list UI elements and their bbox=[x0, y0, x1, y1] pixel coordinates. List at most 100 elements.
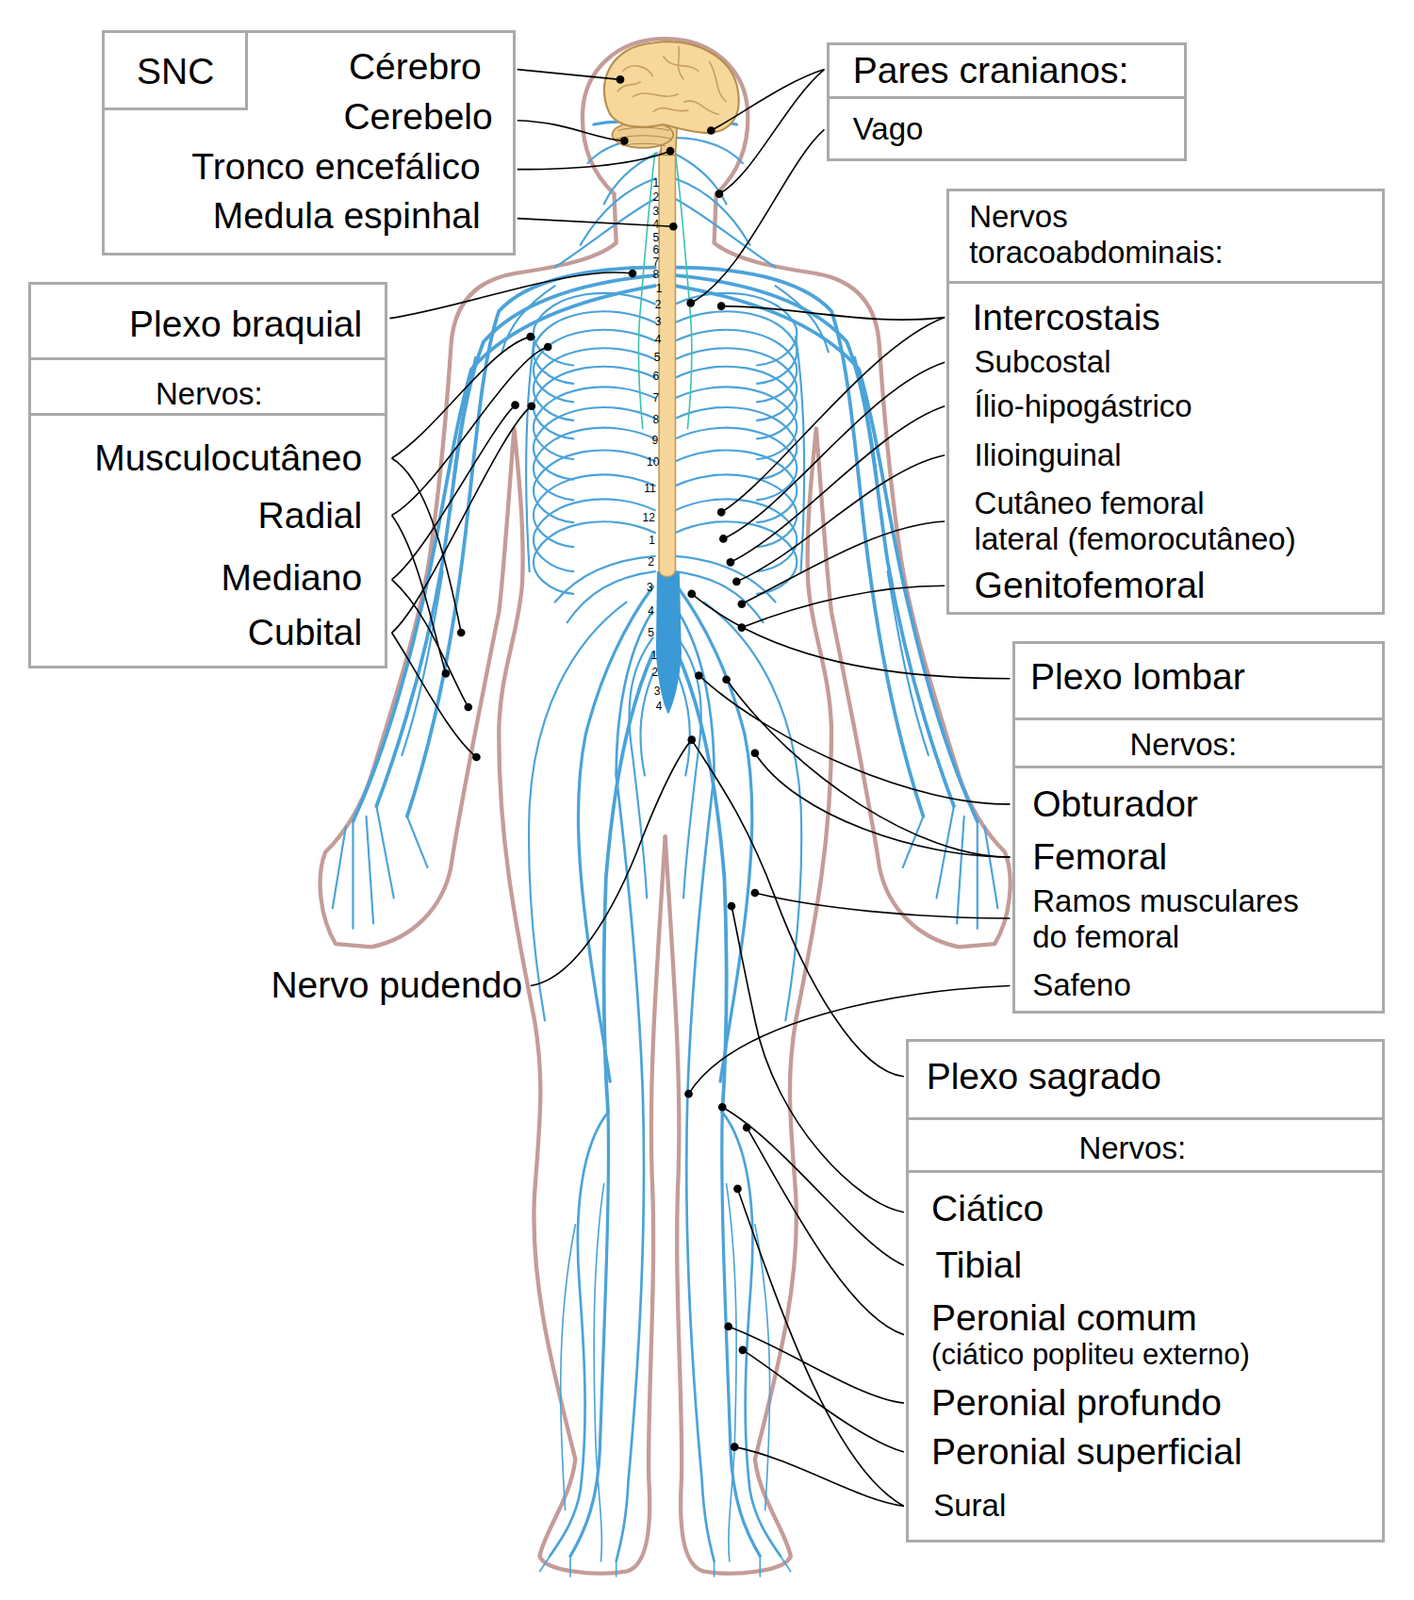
drawing-circle bbox=[543, 343, 553, 352]
drawing-path bbox=[726, 679, 1011, 857]
brain bbox=[604, 41, 740, 133]
drawing-circle bbox=[527, 401, 537, 411]
nerve-label: Musculocutâneo bbox=[94, 436, 362, 479]
box-heading: Plexo sagrado bbox=[926, 1054, 1162, 1098]
nerve-label: Sural bbox=[933, 1487, 1006, 1524]
drawing-circle bbox=[751, 748, 760, 757]
nerve-label: Mediano bbox=[221, 556, 363, 599]
box-divider bbox=[908, 1169, 1382, 1173]
nerve-label: Peronial comum bbox=[931, 1297, 1198, 1340]
drawing-path bbox=[721, 317, 945, 513]
nerve-label: Ílio-hipogástrico bbox=[974, 388, 1193, 425]
drawing-circle bbox=[737, 599, 746, 609]
drawing-circle bbox=[726, 558, 736, 567]
drawing-path bbox=[392, 336, 531, 459]
drawing-path bbox=[392, 406, 532, 633]
drawing-circle bbox=[666, 147, 675, 156]
drawing-path bbox=[734, 1446, 905, 1507]
box-heading: Cérebro bbox=[348, 46, 482, 89]
box-heading: Plexo lombar bbox=[1030, 655, 1246, 698]
nerve-label: Cubital bbox=[247, 611, 362, 655]
vertebra-number: 3 bbox=[653, 205, 660, 219]
box-divider bbox=[1015, 765, 1382, 769]
nerve-label: Nervos: bbox=[1078, 1130, 1186, 1167]
box-divider bbox=[908, 1117, 1382, 1120]
drawing-circle bbox=[616, 75, 625, 84]
drawing-circle bbox=[727, 902, 737, 911]
label-box: Plexo sagradoNervos:CiáticoTibialPeronia… bbox=[905, 1038, 1385, 1544]
box-divider bbox=[829, 96, 1184, 99]
drawing-circle bbox=[684, 1089, 693, 1099]
drawing-path bbox=[389, 272, 633, 319]
vertebra-number: 11 bbox=[643, 483, 656, 497]
nerve-label: Ilioinguinal bbox=[974, 437, 1122, 474]
drawing-path bbox=[721, 306, 945, 320]
label-box: Plexo braquialNervos:MusculocutâneoRadia… bbox=[28, 281, 388, 669]
drawing-path bbox=[392, 579, 469, 707]
vertebra-number: 1 bbox=[653, 177, 660, 191]
vertebra-number: 1 bbox=[656, 282, 663, 296]
drawing-path bbox=[741, 585, 945, 627]
vertebra-number: 4 bbox=[655, 334, 662, 348]
nerve-label: Intercostais bbox=[971, 295, 1160, 339]
vertebra-number: 6 bbox=[653, 371, 660, 385]
drawing-circle bbox=[620, 136, 629, 146]
nerve-label: Vago bbox=[853, 111, 924, 148]
vertebra-number: 8 bbox=[653, 268, 660, 282]
drawing-circle bbox=[715, 189, 724, 198]
nerve-label: Medula espinhal bbox=[213, 195, 481, 238]
drawing-path bbox=[730, 406, 945, 563]
drawing-circle bbox=[463, 703, 473, 712]
drawing-circle bbox=[694, 671, 704, 680]
nerve-label: Peronial profundo bbox=[931, 1381, 1222, 1425]
nerve-label: Peronial superficial bbox=[931, 1430, 1243, 1474]
vertebra-number: 5 bbox=[653, 231, 660, 246]
nerve-label: Nervos: bbox=[155, 376, 264, 412]
drawing-path bbox=[741, 521, 945, 605]
vertebra-number: 4 bbox=[647, 605, 655, 619]
drawing-path bbox=[392, 405, 516, 580]
drawing-circle bbox=[457, 628, 466, 638]
drawing-path bbox=[736, 455, 945, 582]
vertebra-number: 4 bbox=[656, 700, 663, 714]
drawing-circle bbox=[686, 298, 695, 308]
nerve-label: Ramos musculares do femoral bbox=[1032, 883, 1299, 955]
drawing-path bbox=[731, 905, 905, 1213]
nerve-label: Safeno bbox=[1032, 967, 1132, 1003]
drawing-circle bbox=[628, 269, 638, 279]
drawing-circle bbox=[707, 126, 716, 135]
drawing-path bbox=[755, 753, 1011, 857]
box-heading: SNC bbox=[136, 49, 214, 93]
box-heading: Nervos toracoabdominais: bbox=[969, 198, 1224, 271]
drawing-circle bbox=[717, 508, 726, 517]
vertebra-number: 7 bbox=[653, 256, 660, 270]
nerve-label: Cerebelo bbox=[343, 96, 493, 139]
nerve-label: Obturador bbox=[1032, 782, 1199, 825]
vertebra-number: 12 bbox=[642, 511, 656, 526]
nerve-label: (ciático popliteu externo) bbox=[931, 1337, 1250, 1372]
vertebra-number: 1 bbox=[648, 534, 656, 548]
central-nervous-system bbox=[604, 41, 740, 576]
drawing-path bbox=[755, 892, 1011, 919]
box-divider bbox=[31, 412, 385, 416]
drawing-circle bbox=[687, 735, 696, 744]
drawing-circle bbox=[732, 577, 741, 587]
leader-dots bbox=[442, 75, 760, 1451]
vertebra-number: 4 bbox=[653, 218, 660, 232]
nerve-label: Femoral bbox=[1032, 836, 1168, 879]
drawing-circle bbox=[669, 222, 678, 231]
vertebra-number: 3 bbox=[654, 685, 661, 699]
vertebra-number: 7 bbox=[653, 392, 660, 406]
drawing-circle bbox=[718, 1102, 727, 1112]
drawing-path bbox=[723, 361, 945, 539]
vertebra-number: 9 bbox=[651, 434, 658, 448]
nerve-label: Cutâneo femoral lateral (femorocutâneo) bbox=[974, 485, 1297, 558]
brain-gyri bbox=[617, 46, 727, 116]
box-divider bbox=[949, 280, 1382, 284]
drawing-path bbox=[517, 120, 625, 142]
nerve-label: Ciático bbox=[931, 1187, 1044, 1231]
drawing-path bbox=[530, 739, 692, 987]
cerebellum-folds bbox=[616, 127, 672, 146]
box-heading: Plexo braquial bbox=[129, 303, 362, 346]
